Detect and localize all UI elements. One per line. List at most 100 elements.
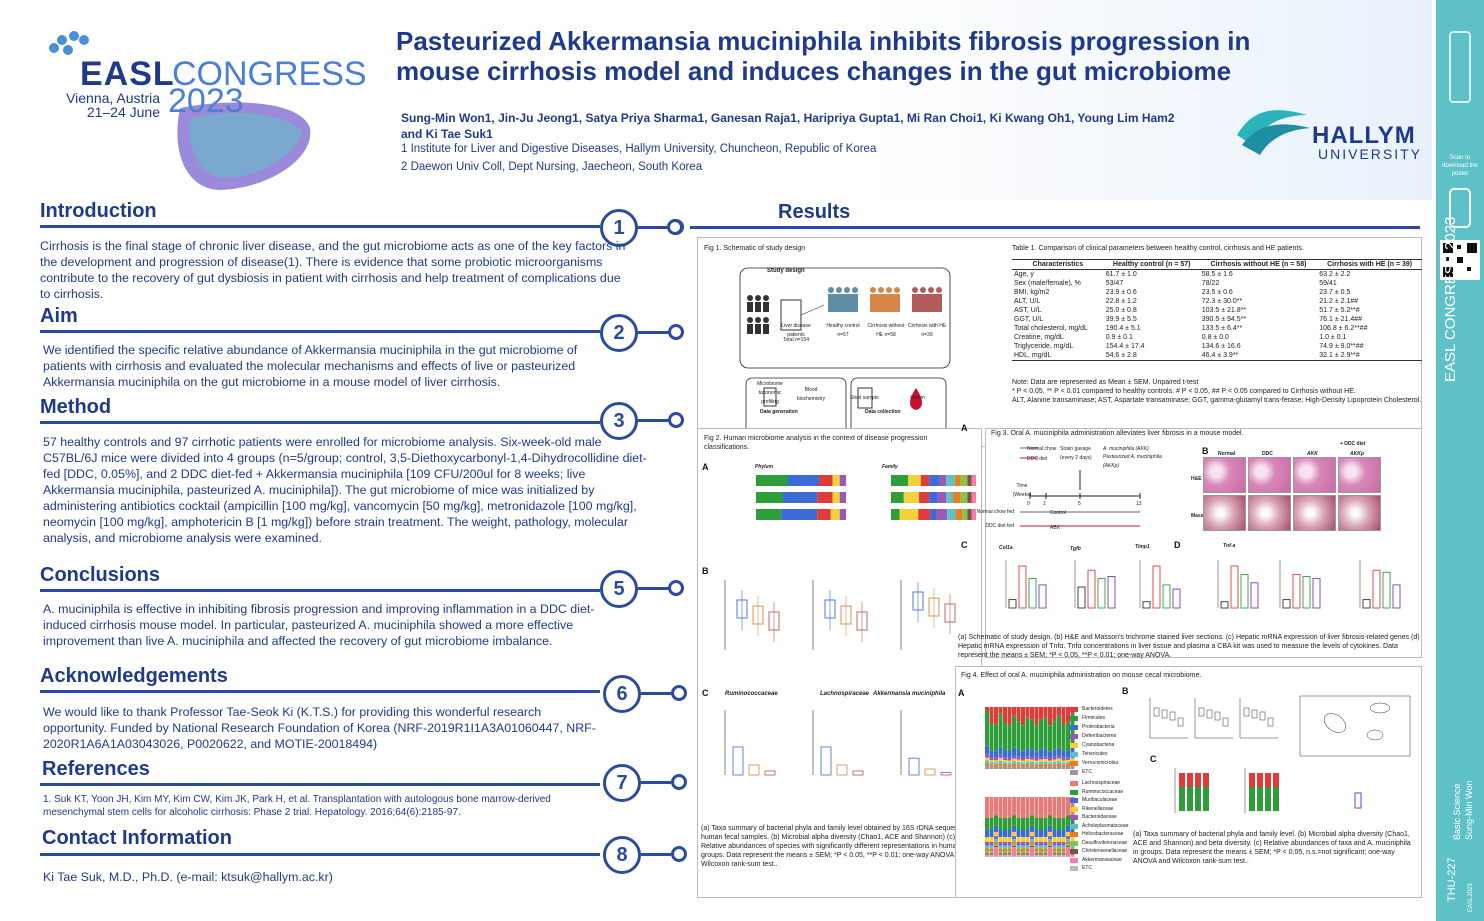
congress-year: 2023 [168, 82, 244, 120]
table-cell: 0.9 ± 0.1 [1105, 334, 1133, 341]
sidebar-author: Sung-Min Won [1464, 780, 1474, 840]
fig4-family-segment [1012, 846, 1016, 848]
fig4-family-segment [1034, 854, 1039, 856]
fig3-bar [1382, 571, 1391, 609]
fig4-family-segment [1070, 855, 1075, 857]
fig4-family-segment [1061, 855, 1066, 857]
fig3-bar [1362, 599, 1371, 609]
fig3-bar [1250, 582, 1259, 609]
title-line-1: Pasteurized Akkermansia muciniphila inhi… [396, 26, 1251, 56]
fig2-label-b: B [702, 566, 709, 576]
fig4-pcoa-ellipse [1369, 702, 1391, 714]
results-connector [638, 226, 673, 229]
fig4-family-segment [1057, 848, 1061, 851]
results-title: Results [778, 201, 851, 223]
fig4-family-segment [1003, 837, 1007, 842]
fig4-family-segment [1030, 855, 1034, 857]
fig1-without-he-label: Cirrhosis without HE n=58 [867, 323, 905, 338]
fig4-family-segment [1016, 853, 1021, 855]
fig4-family-segment [1012, 836, 1016, 840]
fig4-family-segment [985, 845, 989, 849]
fig1-title: Fig 1. Schematic of study design [704, 245, 806, 252]
fig4-phylum-segment [989, 766, 994, 769]
fig2-species-bar [852, 770, 864, 776]
fig4-legend-swatch [1070, 789, 1078, 795]
fig4-phylum-segment [985, 766, 989, 769]
fig4-family-segment [1043, 845, 1048, 849]
fig2-family-segment [908, 475, 921, 486]
fig4-family-segment [1057, 797, 1061, 818]
sidebar-topic: Basic Science [1452, 783, 1462, 840]
fig3-histology-image [1248, 457, 1291, 493]
table-cell: HDL, mg/dL [1012, 351, 1104, 361]
fig4-family-segment [1025, 818, 1030, 830]
section-number-badge: 8 [603, 836, 641, 874]
fig4-family-segment [1012, 831, 1016, 837]
fig4-family-segment [1048, 831, 1052, 837]
fig4-family-segment [1034, 797, 1039, 818]
fig4-phylum-segment [1066, 760, 1070, 763]
fig3-bar [1142, 601, 1151, 609]
fig4-legend-swatch [1070, 798, 1078, 803]
table-cell: 39.9 ± 5.5 [1105, 316, 1137, 323]
fig2-family-label: Family [882, 464, 898, 470]
fig3-label-d: D [1174, 540, 1181, 550]
fig4-phylum-segment [1030, 719, 1034, 750]
hallym-university: UNIVERSITY [1318, 146, 1423, 162]
fig4-family-segment [1025, 842, 1030, 846]
fig4-label-a: A [958, 688, 965, 698]
fig3-strain: Strain gavage (every 2 days) [1060, 446, 1092, 461]
fig4-family-segment [1061, 845, 1066, 849]
fig4-family-segment [994, 839, 998, 842]
fig4-phylum-segment [1043, 766, 1048, 769]
fig4-phylum-segment [1057, 755, 1061, 759]
fig4-family-segment [1012, 815, 1016, 826]
fig2-family-segment [891, 492, 904, 503]
fig4-family-segment [1025, 851, 1030, 854]
fig4-phylum-segment [1025, 759, 1030, 762]
congress-location: Vienna, Austria [66, 90, 160, 106]
fig4-family-segment [1025, 837, 1030, 842]
table1-header-cell: Cirrhosis without HE (n = 58) [1199, 259, 1318, 270]
fig4-family-segment [1030, 843, 1034, 847]
fig4-family-segment [998, 818, 1003, 830]
fig2-family-segment [929, 492, 938, 503]
fig4-phylum-segment [1016, 756, 1021, 760]
fig4-family-segment [1030, 846, 1034, 848]
section-connector [641, 692, 671, 695]
fig4-phylum-segment [989, 757, 994, 761]
fig4-phylum-segment [1021, 707, 1025, 726]
fig3-bar [1008, 599, 1017, 609]
fig4-phylum-segment [1012, 766, 1016, 769]
fig4-phylum-segment [1057, 766, 1061, 769]
fig4-phylum-segment [1025, 748, 1030, 757]
fig2-family-segment [930, 509, 937, 520]
fig4-family-segment [985, 848, 989, 851]
fig4-family-segment [1012, 797, 1016, 816]
fig2-caption: (a) Taxa summary of bacterial phyla and … [701, 825, 979, 868]
fig2-family-segment [971, 509, 976, 520]
fig4-phylum-legend: Verrucomicrobia [1082, 760, 1119, 766]
fig2-family-segment [920, 475, 930, 486]
fig2-family-segment [947, 509, 956, 520]
fig4-phylum-segment [1048, 707, 1052, 726]
fig4-family-segment [1030, 841, 1034, 844]
fig2-family-segment [919, 492, 930, 503]
table-cell: 0.8 ± 0.0 [1201, 334, 1229, 341]
fig4-family-segment [1003, 845, 1007, 849]
fig4-family-segment [1048, 836, 1052, 840]
fig3-bar [1028, 578, 1037, 609]
fig2-phylum-segment [783, 492, 818, 503]
fig3-histology-image [1293, 457, 1336, 493]
fig4-box [1206, 709, 1213, 719]
table-cell: 46.4 ± 3.9** [1199, 351, 1318, 361]
qr-code-icon[interactable] [1440, 240, 1480, 280]
fig3-akk: A. muciniphila (AKK) [1103, 446, 1149, 452]
fig4-family-segment [1034, 842, 1039, 846]
fig4-family-segment [998, 855, 1003, 857]
fig4-phylum-legend: ETC [1082, 769, 1092, 775]
fig4-phylum-segment [1025, 761, 1030, 765]
fig2-family-segment [967, 492, 972, 503]
fig4-family-segment [998, 854, 1003, 856]
